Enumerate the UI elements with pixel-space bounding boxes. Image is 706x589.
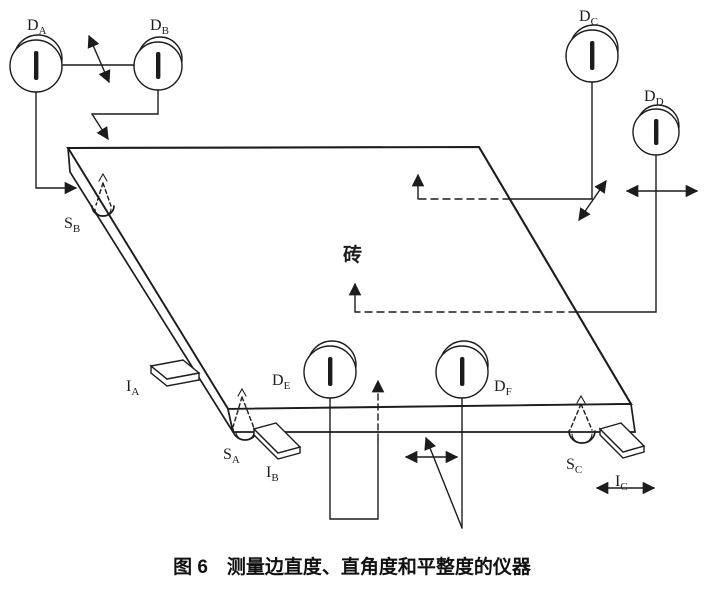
gauge-block-ia: [149, 359, 201, 387]
gauge-needle-icon: [156, 52, 161, 79]
caret-icon: [98, 172, 108, 182]
block-top-face: [252, 422, 302, 454]
support-ball-inner-icon: [94, 208, 112, 217]
da-probe-line: [35, 91, 78, 195]
label-support-sa: SA: [223, 446, 240, 466]
support-cone-icon: [95, 182, 112, 207]
gauge-needle-icon: [328, 357, 333, 386]
caret-icon: [576, 394, 586, 404]
label-tile: 砖: [343, 243, 362, 266]
support-cone-icon: [232, 396, 255, 429]
dc-travel-arrow: [578, 179, 607, 222]
db-probe-line: [91, 89, 159, 115]
label-gauge-block-ib: IB: [266, 464, 279, 484]
label-dial-gauge-df: DF: [494, 378, 512, 398]
dial-gauge-de: [303, 340, 385, 520]
dial-gauge-db: [91, 36, 183, 141]
dial-gauge-da: [9, 34, 78, 195]
block-top-face: [149, 359, 201, 380]
label-dial-gauge-da: DA: [27, 17, 47, 37]
gauge-needle-icon: [460, 357, 465, 386]
label-gauge-block-ic: IC: [615, 473, 628, 493]
label-support-sc: SC: [566, 456, 582, 476]
label-gauge-block-ia: IA: [126, 378, 139, 398]
gauge-block-ib: [252, 422, 302, 460]
df-pointer-arrow: [424, 436, 463, 529]
dial-gauge-dc: [565, 24, 619, 83]
da-db-travel-arrow: [87, 34, 111, 84]
support-ball-inner-icon: [571, 433, 593, 444]
gauge-needle-icon: [654, 119, 659, 145]
tile-bottom-edge-face: [226, 403, 636, 433]
caret-icon: [237, 387, 247, 397]
label-dial-gauge-dd: DD: [644, 88, 664, 108]
dd-probe-line: [575, 154, 657, 313]
support-sc: [568, 394, 596, 444]
gauge-needle-icon: [34, 51, 39, 80]
dc-probe-line: [509, 81, 593, 200]
support-cone-icon: [569, 403, 593, 431]
dial-gauge-dd: [632, 104, 680, 156]
label-dial-gauge-dc: DC: [579, 8, 598, 28]
db-pointer-arrow: [91, 113, 109, 141]
figure-caption: 图 6 测量边直度、直角度和平整度的仪器: [173, 555, 532, 578]
label-support-sb: SB: [64, 215, 80, 235]
support-sb: [91, 172, 115, 217]
label-dial-gauge-de: DE: [272, 372, 291, 392]
de-stand-slot: [329, 439, 379, 520]
label-dial-gauge-db: DB: [150, 17, 169, 37]
gauge-block-ic: [595, 422, 656, 495]
gauge-needle-icon: [590, 41, 595, 70]
measurement-lines: [348, 81, 699, 313]
tile-slab: [66, 145, 636, 433]
dial-gauge-df: [404, 340, 489, 529]
block-top-face: [598, 422, 646, 453]
